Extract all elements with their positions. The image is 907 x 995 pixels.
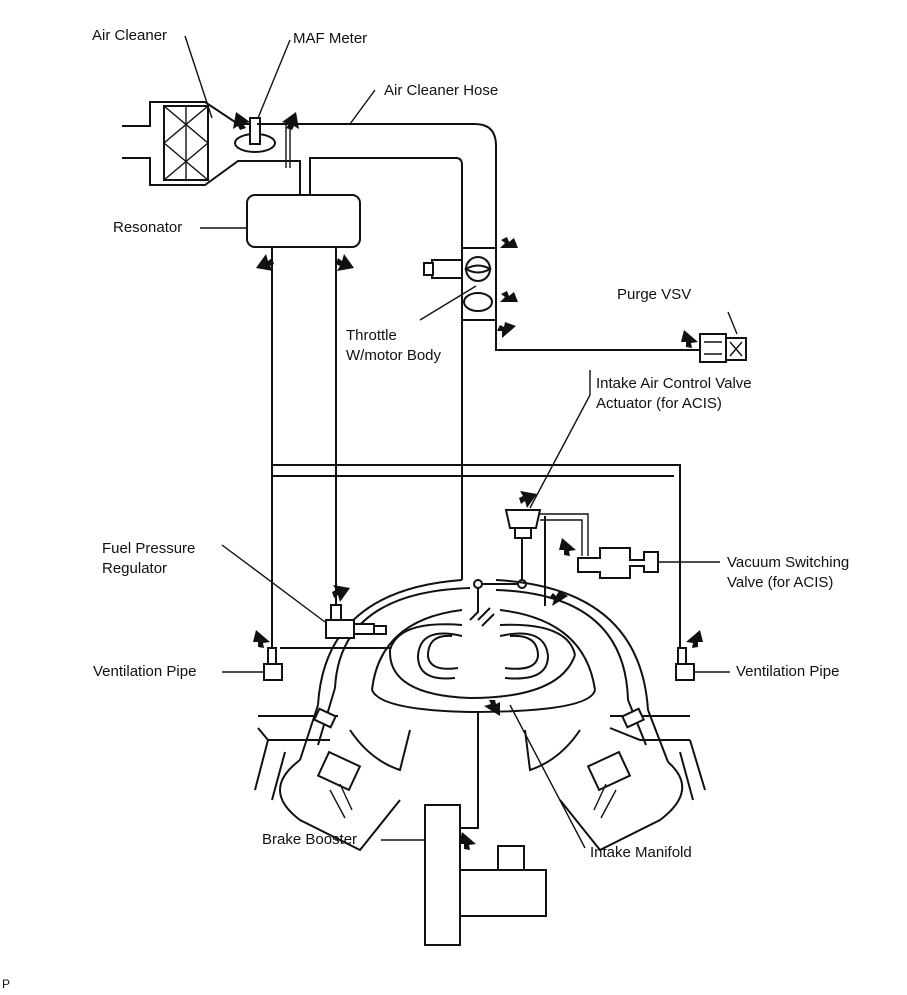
arrow-icon [233, 112, 250, 130]
label-throttle-line2: W/motor Body [346, 347, 442, 364]
label-vsv-line2: Valve (for ACIS) [727, 574, 834, 591]
label-maf-meter: MAF Meter [293, 30, 368, 47]
arrow-icon [336, 254, 354, 271]
resonator [246, 194, 361, 248]
flow-arrows [233, 112, 703, 850]
label-resonator: Resonator [113, 219, 183, 236]
cross-hose-upper [272, 464, 681, 648]
arrow-icon [332, 585, 350, 602]
purge-line [495, 340, 700, 351]
arrow-icon [681, 330, 698, 348]
purge-vsv [699, 311, 747, 363]
maf-to-resonator-tube [285, 124, 291, 168]
engine-right-bank [524, 707, 706, 852]
leader-lines [184, 35, 376, 229]
arrow-icon [497, 322, 516, 338]
air-cleaner-hose [257, 123, 497, 580]
label-vsv-line1: Vacuum Switching [727, 554, 850, 571]
arrow-icon [500, 291, 518, 302]
acis-linkage [469, 579, 527, 627]
throttle-body [419, 247, 497, 321]
label-vent-right: Ventilation Pipe [736, 663, 840, 680]
arrow-icon [253, 630, 270, 648]
arrow-icon [500, 237, 518, 248]
label-air-cleaner: Air Cleaner [92, 27, 168, 44]
ventilation-pipe-left [222, 647, 283, 681]
engine-left-bank [254, 707, 411, 852]
label-fpr-line1: Fuel Pressure [102, 540, 196, 557]
arrow-icon [484, 700, 500, 716]
corner-mark: P [2, 977, 11, 991]
label-vent-left: Ventilation Pipe [93, 663, 197, 680]
label-purge-vsv: Purge VSV [617, 286, 692, 303]
arrow-icon [282, 112, 299, 130]
fuel-pressure-regulator [221, 544, 390, 649]
intake-manifold-leader [509, 704, 586, 849]
maf-meter [234, 117, 276, 153]
label-throttle-line1: Throttle [346, 327, 397, 344]
vacuum-switching-valve [544, 516, 720, 606]
arrow-icon [519, 491, 537, 508]
intake-manifold [299, 579, 669, 763]
arrow-icon [459, 832, 476, 850]
arrow-icon [559, 538, 576, 556]
label-fpr-line2: Regulator [102, 560, 168, 577]
label-brake-booster: Brake Booster [262, 831, 358, 848]
iacv-actuator [504, 370, 591, 583]
arrow-icon [549, 591, 568, 606]
arrow-icon [686, 630, 703, 648]
label-iacv-line1: Intake Air Control Valve [596, 375, 752, 392]
ventilation-pipe-right [675, 647, 730, 681]
label-iacv-line2: Actuator (for ACIS) [596, 395, 722, 412]
brake-booster [381, 712, 547, 946]
label-intake-manifold: Intake Manifold [590, 844, 692, 861]
label-air-cleaner-hose: Air Cleaner Hose [384, 82, 499, 99]
arrow-icon [256, 254, 274, 271]
